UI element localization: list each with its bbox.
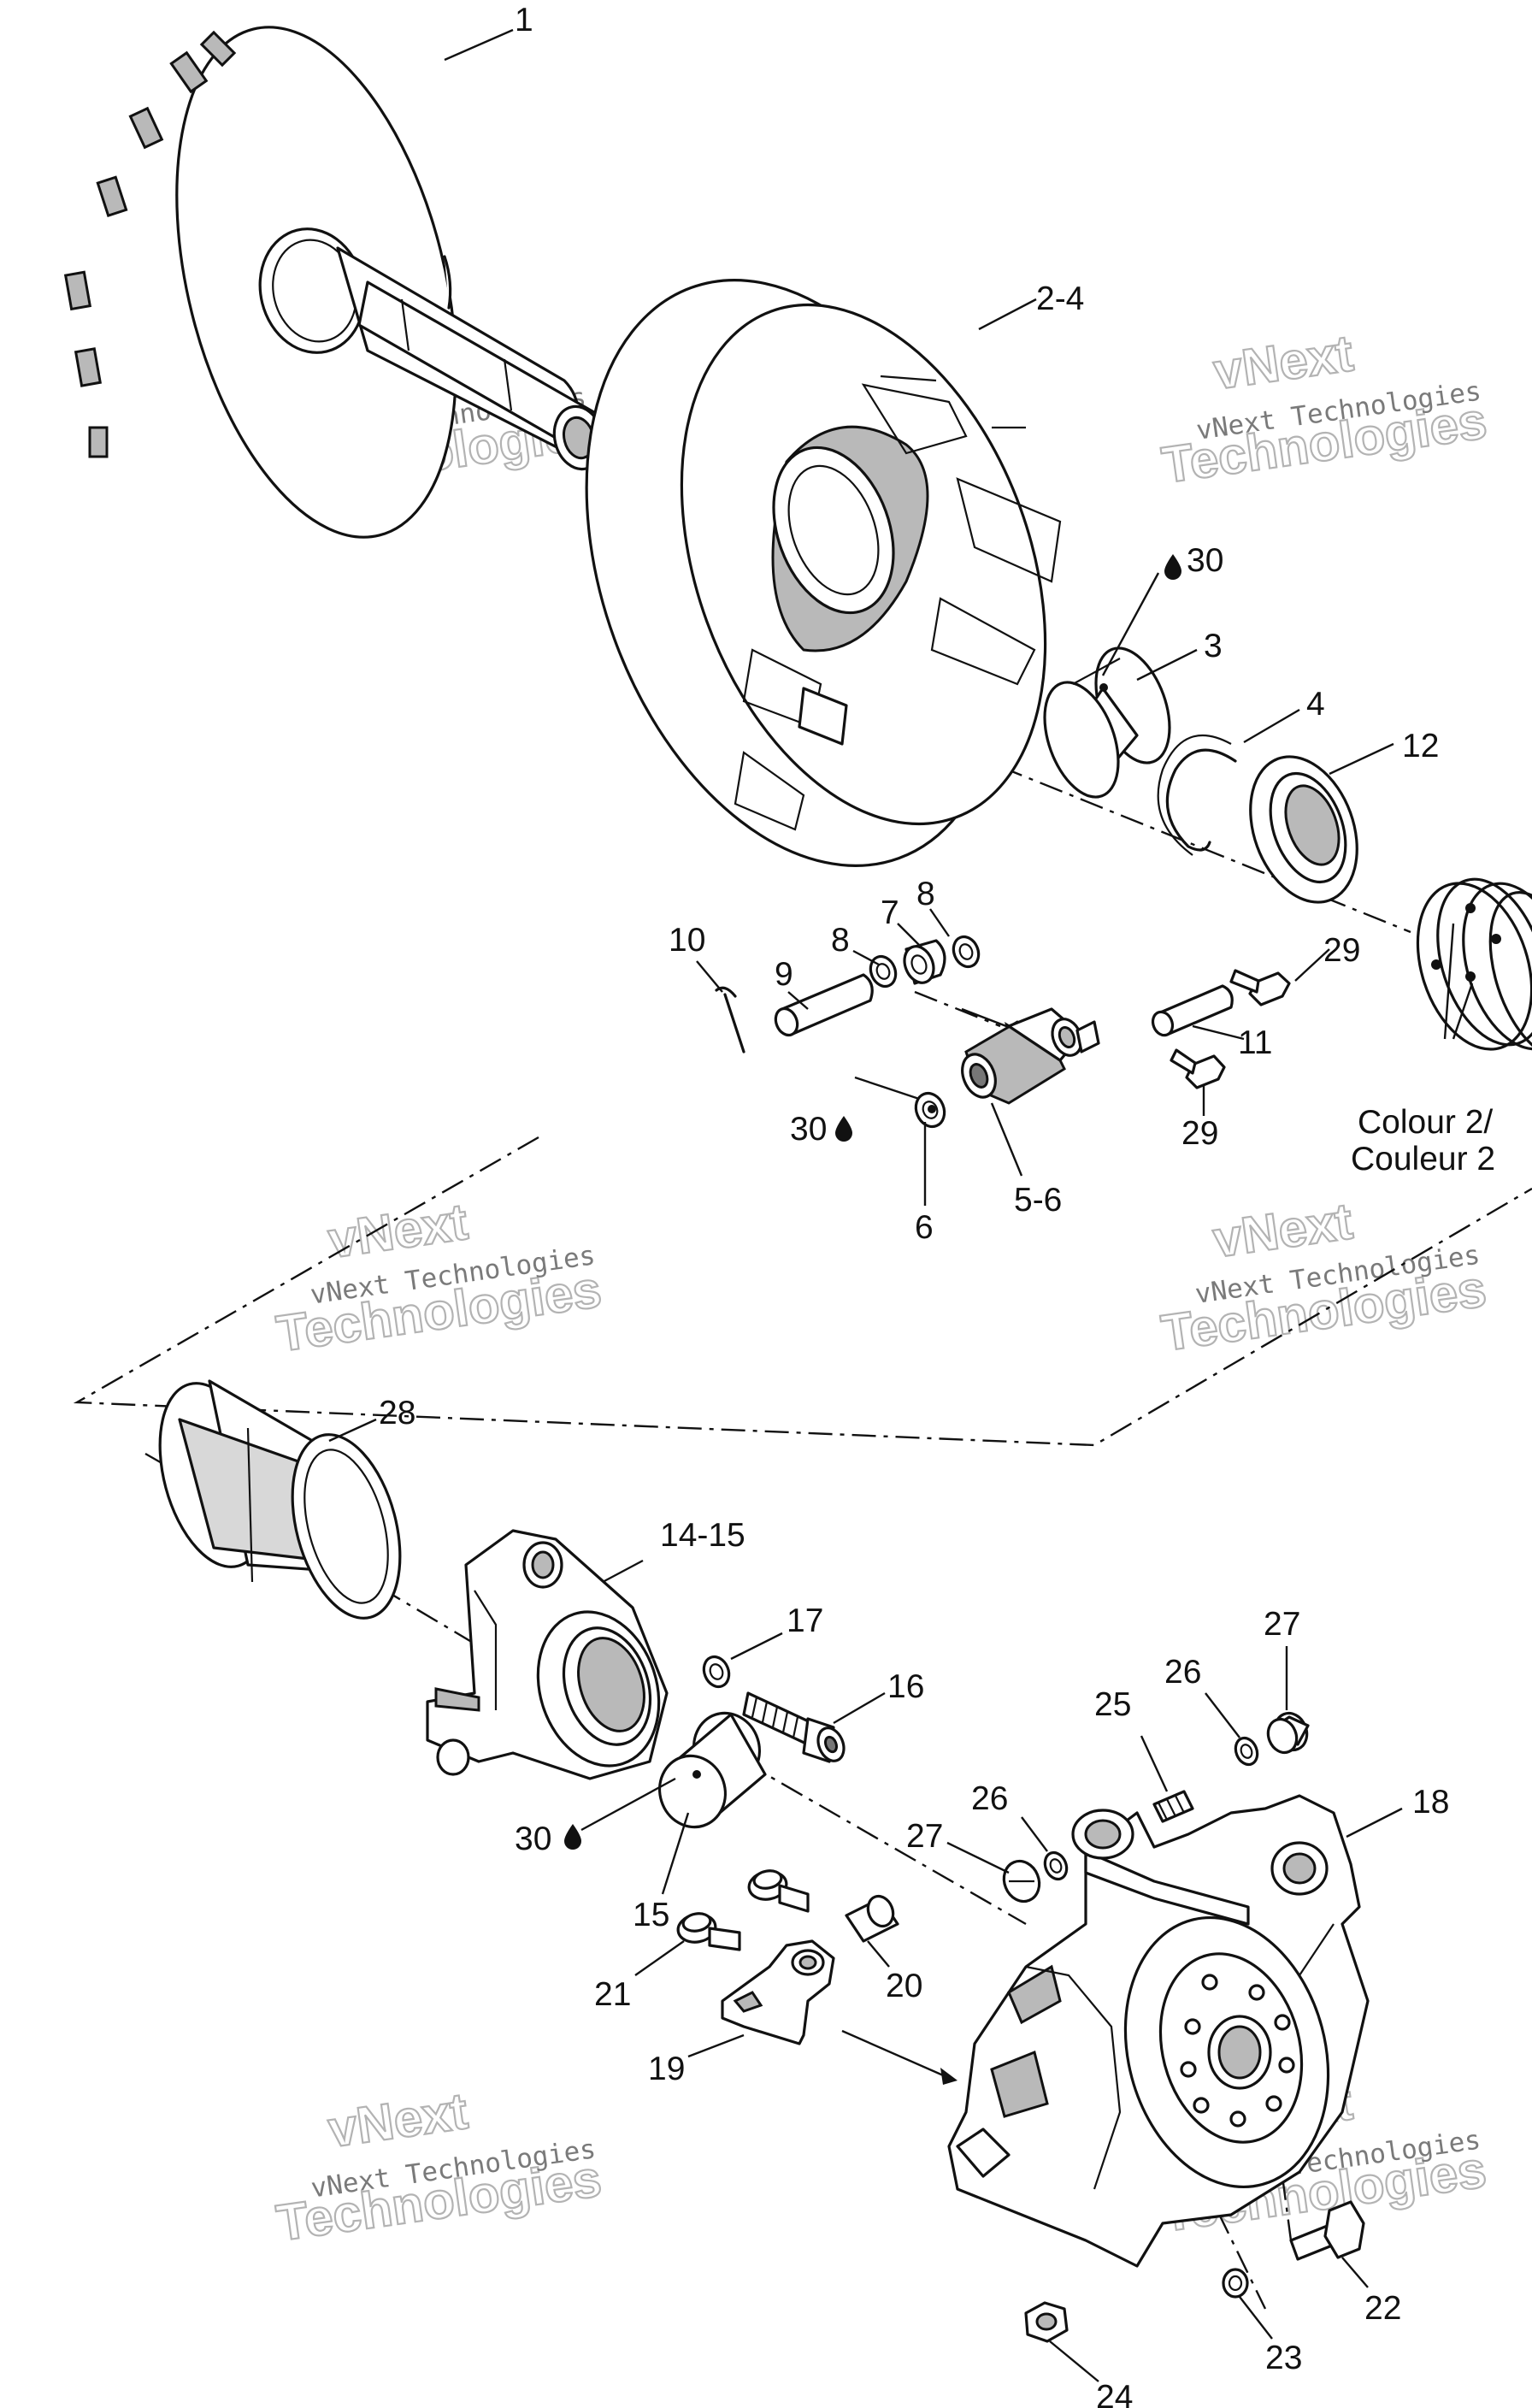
oil-drop-icon-top [1164, 554, 1181, 580]
part-29-bolt-lower [1170, 1048, 1226, 1089]
callout-7: 7 [881, 894, 899, 931]
part-15-bushing [658, 1711, 767, 1829]
callout-12: 12 [1402, 728, 1439, 764]
colour-label-line2: Couleur 2 [1351, 1141, 1495, 1177]
watermark-bottom-left: vNext Technologies vNext Technologies [272, 2081, 605, 2253]
callout-26-upper: 26 [1164, 1654, 1201, 1691]
arrow-to-spider [841, 2029, 958, 2085]
oil-drop-icon-low [564, 1824, 581, 1850]
watermark-large-line1: vNext [1211, 324, 1357, 400]
callout-29-lower: 29 [1181, 1115, 1218, 1152]
spring-colour-2 [1416, 877, 1532, 1059]
callout-8-top: 8 [916, 876, 935, 912]
callout-5-6: 5-6 [1014, 1182, 1062, 1219]
part-27-roller-lower [1002, 1859, 1041, 1903]
part-12-spring-seat [1249, 755, 1358, 904]
part-11-pin [1151, 984, 1234, 1037]
callout-1: 1 [515, 2, 533, 38]
part-8-washer-right [952, 935, 981, 969]
part-5-6-lever [961, 1007, 1100, 1105]
part-25-spring [1152, 1790, 1194, 1823]
part-7-roller [903, 939, 946, 985]
part-16-screw [742, 1691, 846, 1763]
callout-3: 3 [1204, 628, 1223, 664]
callout-22: 22 [1364, 2290, 1401, 2327]
callout-29-upper: 29 [1323, 932, 1360, 969]
part-9-pin [774, 973, 874, 1037]
part-19-weight [721, 1939, 835, 2045]
watermark-large-line1: vNext [325, 2082, 471, 2158]
part-26-washer-upper [1234, 1736, 1259, 1767]
callout-labels: 1 2-4 30 3 4 12 8 7 8 10 9 29 11 29 30 6… [379, 2, 1495, 2408]
callout-26-lower: 26 [971, 1780, 1008, 1817]
callout-21: 21 [594, 1976, 631, 2013]
part-17-washer [702, 1655, 731, 1689]
callout-20: 20 [886, 1968, 922, 2004]
callout-30-low: 30 [515, 1821, 551, 1857]
callout-15: 15 [633, 1897, 669, 1933]
callout-25: 25 [1094, 1686, 1131, 1723]
callout-24: 24 [1096, 2379, 1133, 2408]
part-1-fixed-sheave [63, 26, 605, 539]
callout-2-4: 2-4 [1036, 280, 1084, 317]
callout-16: 16 [887, 1668, 924, 1705]
callout-27-upper: 27 [1264, 1606, 1300, 1643]
part-14-15-housing [426, 1529, 669, 1780]
part-21-bolt-right [747, 1869, 810, 1913]
part-21-bolt-left [676, 1912, 741, 1951]
part-29-bolt-upper [1229, 969, 1291, 1006]
colour-label-line1: Colour 2/ [1358, 1104, 1493, 1141]
watermark-top-right: vNext Technologies vNext Technologies [1158, 323, 1491, 495]
part-2-4-sliding-sheave [585, 279, 1062, 867]
callout-9: 9 [775, 956, 793, 993]
part-3-bushing [1043, 646, 1171, 799]
part-6-washer [914, 1091, 946, 1129]
part-24-nut [1024, 2301, 1069, 2343]
part-27-roller-upper [1266, 1711, 1310, 1755]
part-23-washer [1222, 2268, 1249, 2299]
callout-10: 10 [669, 922, 705, 959]
callout-18: 18 [1412, 1784, 1449, 1821]
callout-4: 4 [1306, 686, 1325, 723]
part-28-large-bushing [158, 1379, 402, 1620]
callout-27-lower: 27 [906, 1818, 943, 1855]
callout-30-mid: 30 [790, 1111, 827, 1148]
callout-6: 6 [915, 1209, 934, 1246]
callout-17: 17 [787, 1602, 823, 1639]
part-4-circlip [1157, 734, 1237, 856]
part-10-cotter-pin [715, 986, 745, 1054]
callout-19: 19 [648, 2051, 685, 2087]
watermark-mid-right: vNext Technologies vNext Technologies [1157, 1191, 1490, 1363]
watermark-large-line1: vNext [1210, 1192, 1356, 1268]
part-26-washer-lower [1043, 1850, 1069, 1881]
watermark-large-line1: vNext [325, 1193, 471, 1269]
callout-11: 11 [1238, 1024, 1273, 1061]
part-22-bolt [1289, 2200, 1365, 2261]
watermark-mid-left: vNext Technologies vNext Technologies [272, 1192, 605, 1364]
callout-14-15: 14-15 [660, 1517, 745, 1554]
leader-lines [328, 28, 1474, 2382]
callout-28: 28 [379, 1395, 415, 1431]
part-20-pin [845, 1894, 899, 1943]
callout-8: 8 [831, 922, 850, 959]
part-18-spider [947, 1794, 1370, 2268]
oil-drop-icon-mid [835, 1116, 852, 1142]
callout-30-top: 30 [1187, 542, 1223, 579]
callout-23: 23 [1265, 2340, 1302, 2376]
